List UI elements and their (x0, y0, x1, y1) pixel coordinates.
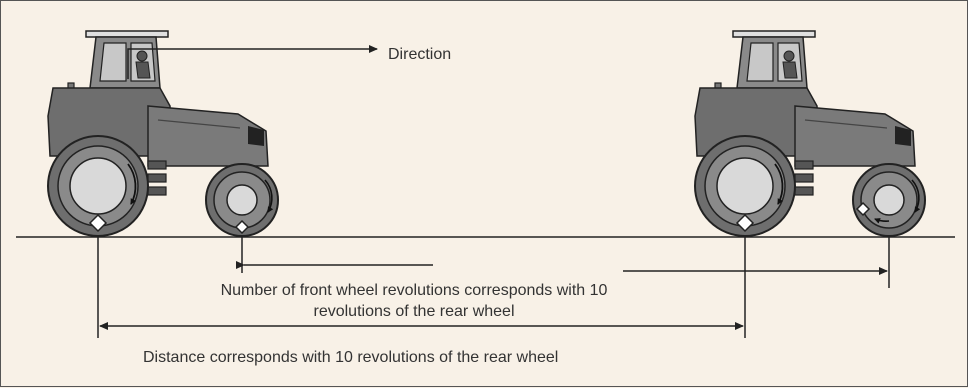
left-tractor (48, 31, 278, 236)
front-wheel-revolutions-label: Number of front wheel revolutions corres… (159, 280, 669, 322)
front-wheel-label-line2: revolutions of the rear wheel (313, 303, 515, 320)
distance-label: Distance corresponds with 10 revolutions… (143, 349, 559, 366)
right-tractor (695, 31, 925, 236)
front-wheel-label-line1: Number of front wheel revolutions corres… (220, 282, 608, 299)
direction-label: Direction (388, 46, 452, 63)
direction-arrow (127, 45, 378, 79)
